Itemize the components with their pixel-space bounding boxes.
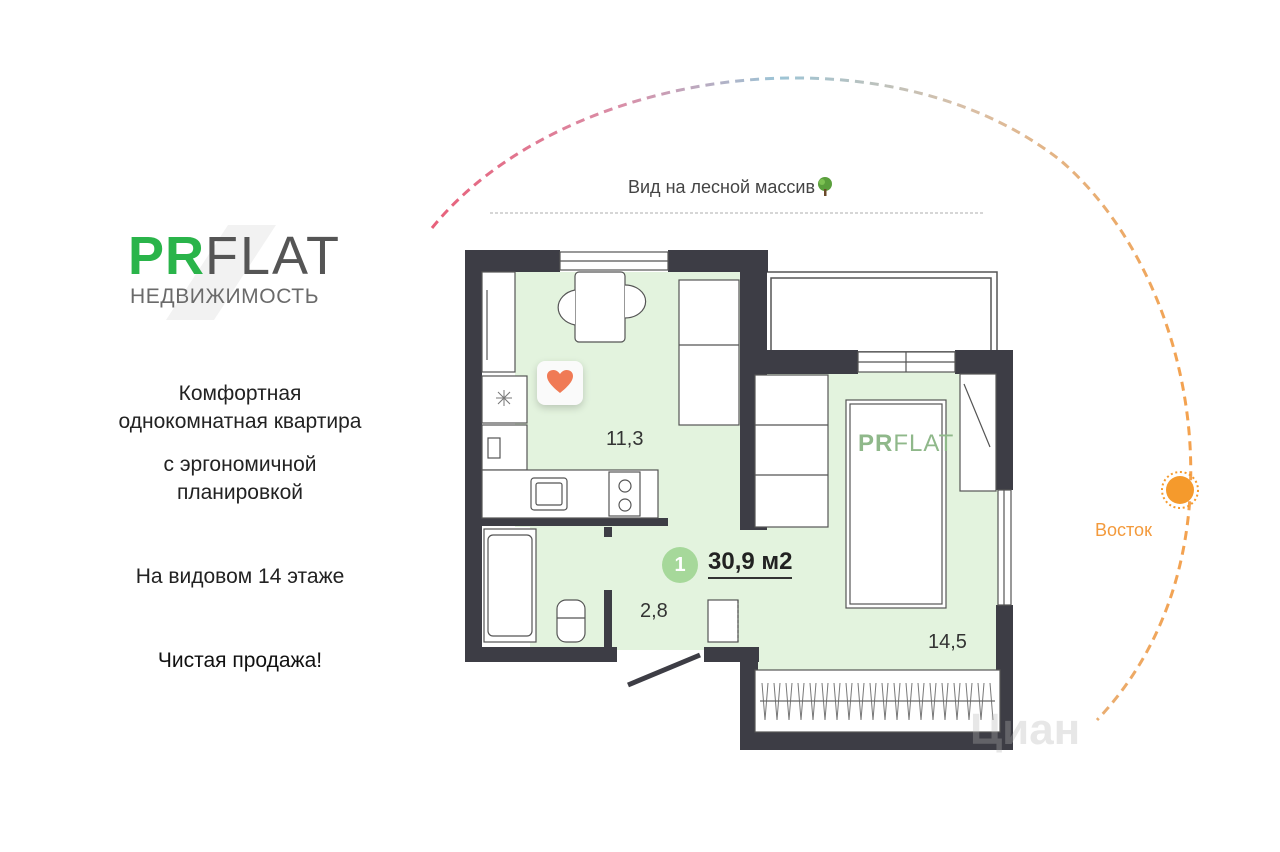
favorite-button[interactable]: [537, 361, 583, 405]
floor-info: На видовом 14 этаже: [135, 565, 345, 588]
bathroom-fixtures: [483, 528, 739, 643]
cian-watermark: Циан: [970, 705, 1081, 754]
sun-path-arc: [430, 76, 1193, 722]
dishwasher-icon: [496, 390, 512, 406]
heart-icon: [547, 370, 573, 393]
logo-accent: PR: [128, 226, 206, 286]
sun-icon: [1161, 471, 1199, 509]
kitchen-area: 11,3: [606, 428, 644, 450]
balcony: [764, 271, 998, 353]
living-room-area: 14,5: [928, 631, 967, 653]
logo-rest: FLAT: [205, 226, 342, 286]
windows: [559, 251, 1012, 606]
entrance-door: [627, 652, 701, 688]
kitchen-furniture: [481, 271, 740, 519]
description-line4: планировкой: [177, 481, 303, 504]
logo-slash-decor: [166, 225, 276, 320]
tree-icon: [818, 177, 833, 196]
watermark-accent: PR: [858, 430, 894, 457]
sale-info: Чистая продажа!: [157, 649, 323, 672]
walls: [465, 250, 1013, 750]
description-line1: Комфортная: [178, 382, 302, 405]
room-count-badge: 1: [662, 547, 698, 583]
watermark-rest: FLAT: [893, 430, 955, 457]
total-area: 30,9 м2: [708, 548, 793, 579]
logo-wordmark: PRFLAT: [128, 227, 341, 285]
view-label-text: Вид на лесной массив: [628, 177, 816, 197]
east-label: Восток: [1095, 520, 1152, 540]
plan-watermark-logo: PRFLAT: [858, 430, 954, 458]
view-label: Вид на лесной массив: [628, 176, 835, 198]
description-line2: однокомнатная квартира: [118, 410, 362, 433]
bathroom-area: 2,8: [640, 600, 668, 622]
description-line3: с эргономичной: [163, 453, 317, 476]
logo-subtitle: НЕДВИЖИМОСТЬ: [130, 285, 320, 308]
brand-logo: PRFLAT НЕДВИЖИМОСТЬ: [128, 225, 358, 320]
